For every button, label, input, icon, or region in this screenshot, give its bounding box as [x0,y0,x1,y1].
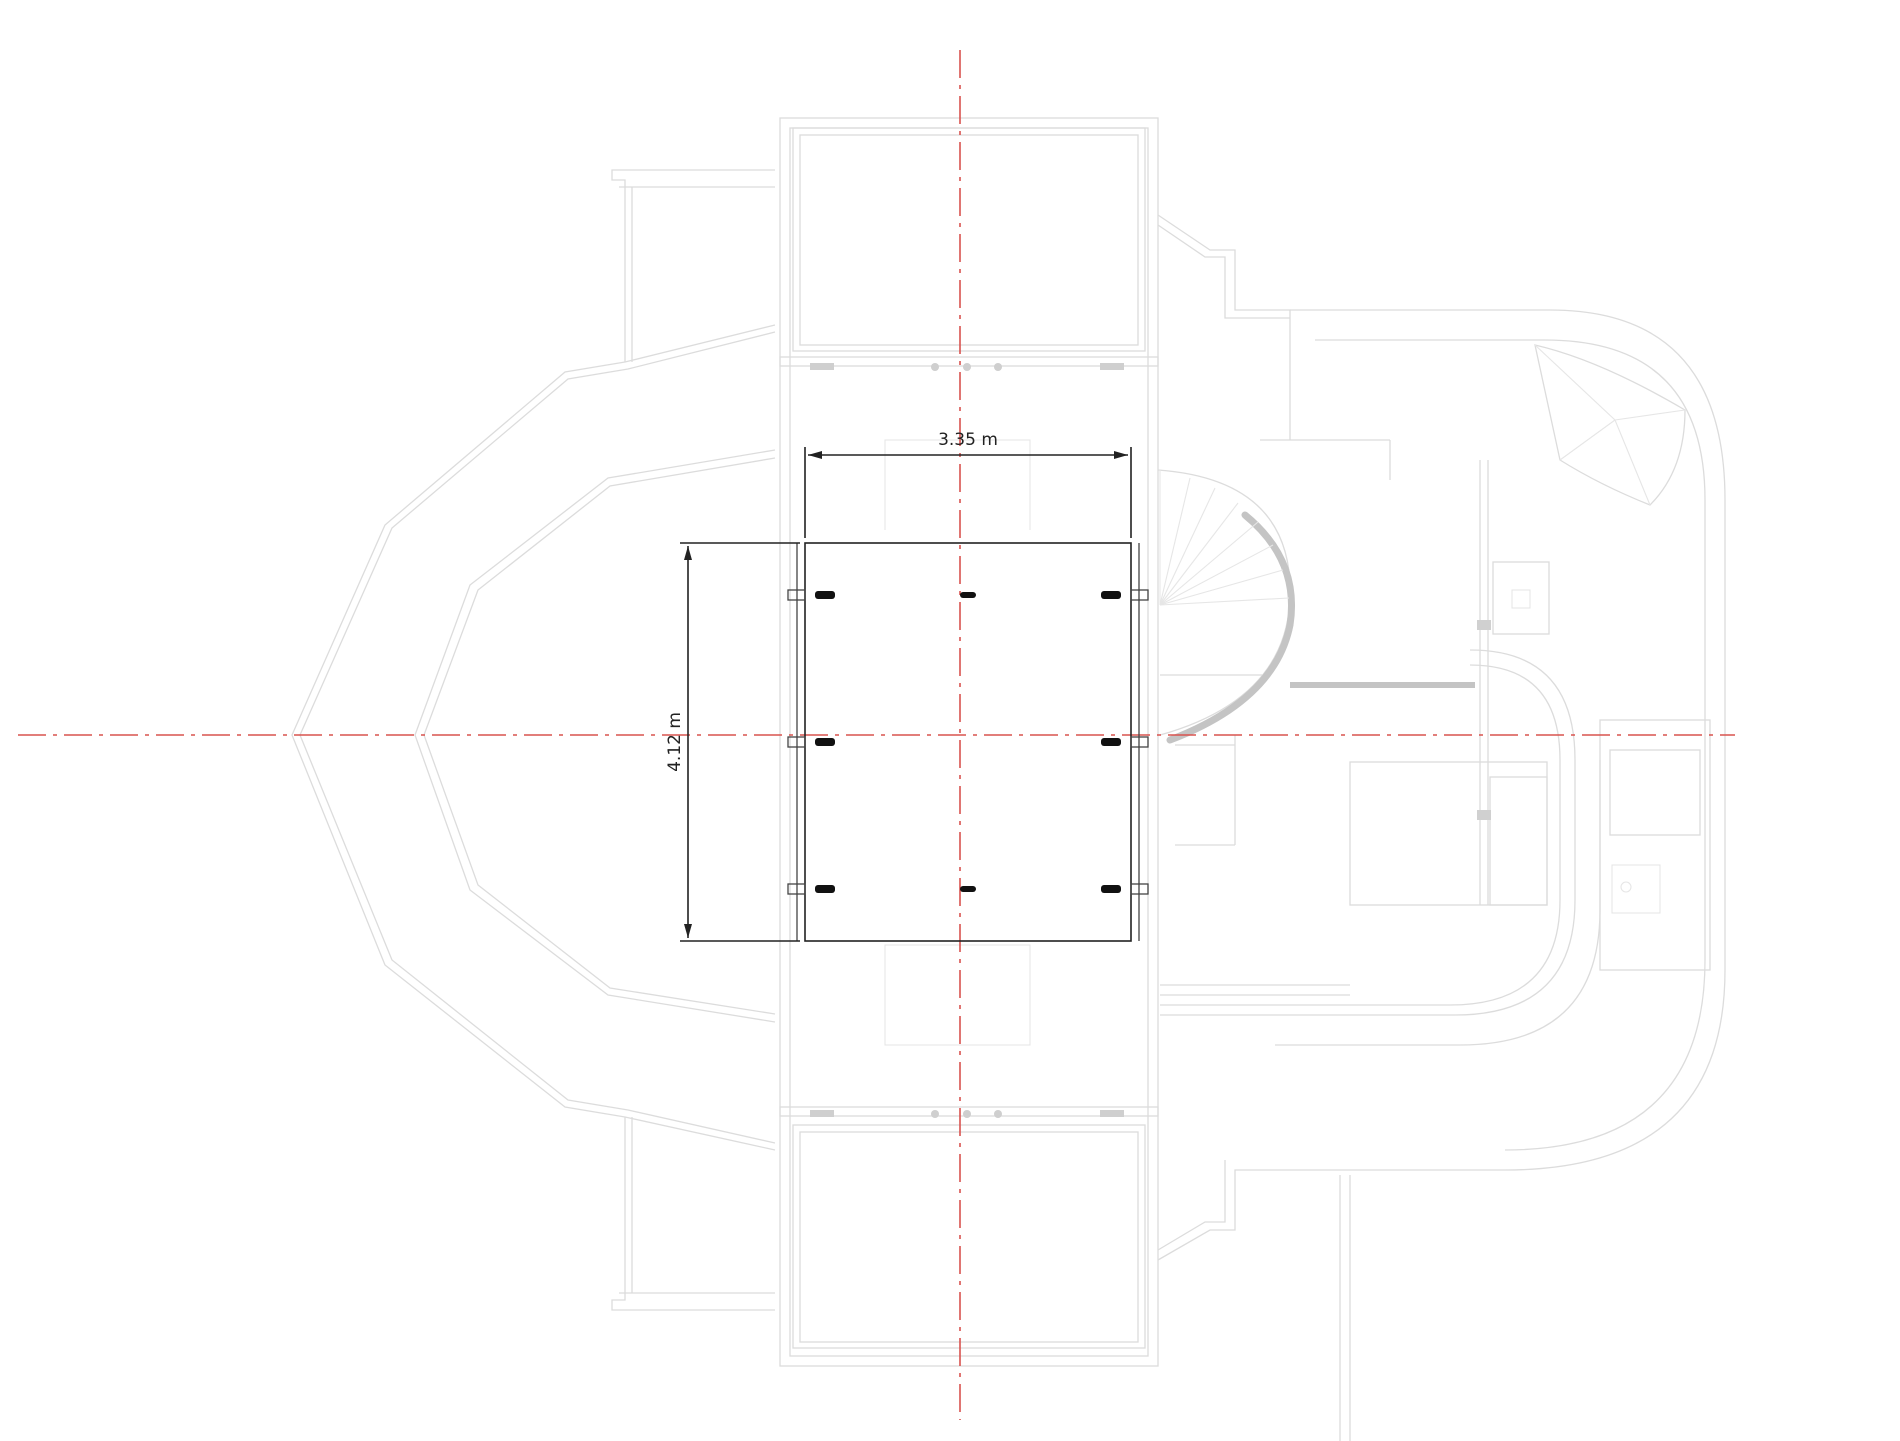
width-dimension: 3.35 m [804,430,1132,538]
module-outline [804,542,1132,942]
depth-dimension: 4.12 m [665,542,800,942]
axis-lines [18,50,1735,1420]
spiral-staircase [1157,469,1475,744]
building-outline [291,169,776,1311]
highlighted-module [787,542,1149,942]
anchor-points [815,591,1121,893]
depth-dimension-label: 4.12 m [665,712,685,772]
width-dimension-label: 3.35 m [938,430,998,450]
right-annex [1157,214,1726,1441]
central-wing [779,117,1159,1367]
